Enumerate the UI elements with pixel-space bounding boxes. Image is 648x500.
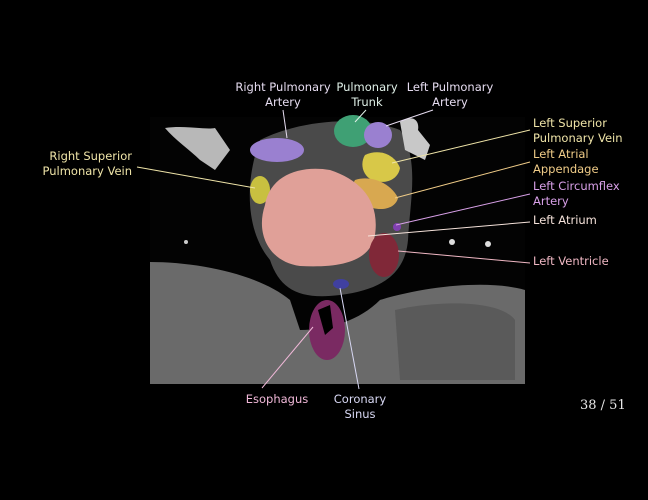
left-atrium-region (261, 168, 376, 267)
label-line: Trunk (351, 94, 383, 109)
label-left-ventricle: Left Ventricle (533, 254, 609, 269)
label-line: Left Superior (533, 116, 607, 130)
label-line: Left Ventricle (533, 254, 609, 268)
label-esophagus: Esophagus (246, 392, 309, 407)
page-counter: 38 / 51 (580, 398, 626, 413)
label-line: Appendage (533, 161, 599, 176)
right-superior-pulmonary-vein-region (250, 176, 270, 204)
label-line: Right Superior (49, 149, 132, 163)
label-line: Esophagus (245, 392, 309, 406)
label-line: Coronary (333, 392, 387, 406)
label-line: Artery (432, 94, 468, 109)
label-line: Left Atrium (533, 213, 597, 227)
label-line: Pulmonary (336, 80, 398, 94)
leader-lines (136, 109, 531, 390)
label-left-atrium: Left Atrium (533, 213, 597, 228)
left-superior-pulmonary-vein-region (362, 152, 400, 182)
label-line: Sinus (344, 406, 376, 421)
coronary-sinus-region (333, 279, 349, 289)
label-line: Pulmonary Vein (42, 163, 132, 178)
label-line: Artery (265, 94, 301, 109)
label-line: Right Pulmonary (235, 80, 331, 94)
left-pulmonary-artery-region (364, 122, 392, 148)
label-line: Left Pulmonary (406, 80, 494, 94)
label-line: Pulmonary Vein (533, 130, 623, 145)
label-line: Left Circumflex (533, 179, 620, 193)
label-line: Left Atrial (533, 147, 589, 161)
left-circumflex-artery-region (393, 223, 401, 231)
right-pulmonary-artery-region (250, 138, 304, 162)
left-ventricle-region (369, 233, 399, 277)
pulmonary-trunk-region (334, 115, 372, 147)
label-line: Artery (533, 193, 569, 208)
